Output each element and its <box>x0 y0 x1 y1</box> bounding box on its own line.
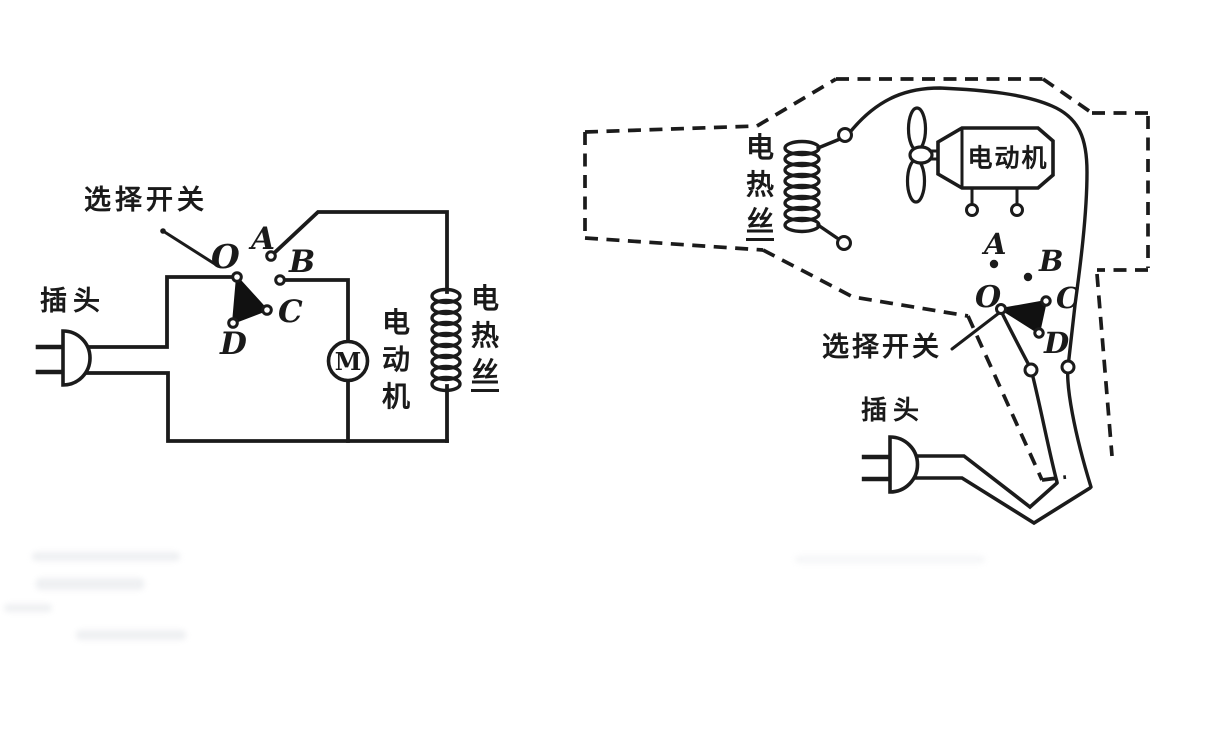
left-contact-B <box>274 274 286 286</box>
heater-top-terminal <box>837 127 853 143</box>
left-terminal-label-O: O <box>211 237 240 276</box>
left-circuit-wires <box>85 210 449 443</box>
left-motor-label-char: 电 <box>382 306 411 339</box>
right-contact-B <box>1023 272 1033 282</box>
handle-right-terminal <box>1060 359 1076 375</box>
left-heater-label-char: 电 <box>471 282 500 315</box>
left-contact-D <box>227 317 239 329</box>
right-plug-icon <box>861 435 920 494</box>
left-contact-C <box>261 304 273 316</box>
dryer-housing-outline <box>583 77 1150 482</box>
left-contact-O <box>231 271 243 283</box>
right-heater-label-char: 热 <box>746 168 775 201</box>
right-selector-switch-label: 选择开关 <box>822 332 942 363</box>
left-circuit <box>35 210 462 443</box>
right-plug-label: 插头 <box>861 396 926 426</box>
left-contact-A <box>265 250 277 262</box>
left-plug-icon <box>35 329 92 387</box>
scan-artifact <box>32 552 180 561</box>
right-heater-coil-icon <box>783 127 853 251</box>
right-selector-switch-icon <box>950 259 1076 378</box>
left-motor-label-char: 机 <box>382 380 411 413</box>
left-selector-switch-label: 选择开关 <box>84 185 208 216</box>
right-heater-label-char: 电 <box>746 131 775 164</box>
left-terminal-label-B: B <box>289 244 316 280</box>
left-heater-label-char-underlined: 丝 <box>471 359 500 392</box>
left-terminal-label-A: A <box>251 221 276 257</box>
right-selector-pointer <box>950 311 1001 351</box>
scan-artifact <box>795 556 985 563</box>
right-heater-label-char-underlined: 丝 <box>746 208 775 241</box>
right-structure <box>583 77 1150 526</box>
left-motor-label: 电 动 机 <box>382 309 410 420</box>
left-selector-switch-icon <box>227 250 286 329</box>
right-contact-C <box>1040 295 1052 307</box>
right-motor-icon <box>936 126 1055 217</box>
left-motor-label-char: 动 <box>382 343 411 376</box>
right-terminal-label-C: C <box>1056 281 1080 315</box>
motor-right-terminal <box>1010 203 1024 217</box>
left-terminal-label-D: D <box>220 326 247 362</box>
right-terminal-label-O: O <box>975 280 1002 315</box>
left-motor-icon <box>326 339 370 383</box>
right-terminal-label-A: A <box>984 227 1007 261</box>
left-heater-label-char: 热 <box>471 319 500 352</box>
right-heater-label: 电 热 丝 <box>746 131 775 250</box>
right-motor-label: 电动机 <box>967 143 1049 173</box>
left-terminal-label-C: C <box>278 294 303 330</box>
handle-left-terminal <box>1023 362 1039 378</box>
scan-artifact <box>76 630 186 640</box>
left-heater-coil-icon <box>430 287 462 393</box>
scan-artifact <box>4 604 52 612</box>
right-contact-D <box>1033 327 1045 339</box>
right-power-cord <box>912 454 1092 526</box>
right-terminal-label-B: B <box>1039 244 1064 278</box>
left-heater-label: 电 热 丝 <box>471 282 500 401</box>
right-terminal-label-D: D <box>1044 326 1070 360</box>
right-contact-A <box>989 259 999 269</box>
heater-bottom-terminal <box>836 235 852 251</box>
left-plug-label: 插头 <box>40 286 106 317</box>
left-motor-symbol: M <box>334 347 362 376</box>
right-contact-O <box>995 303 1007 315</box>
motor-left-terminal <box>965 203 979 217</box>
scan-artifact <box>36 578 144 590</box>
right-fan-icon <box>905 106 942 204</box>
left-selector-pointer <box>160 228 220 268</box>
